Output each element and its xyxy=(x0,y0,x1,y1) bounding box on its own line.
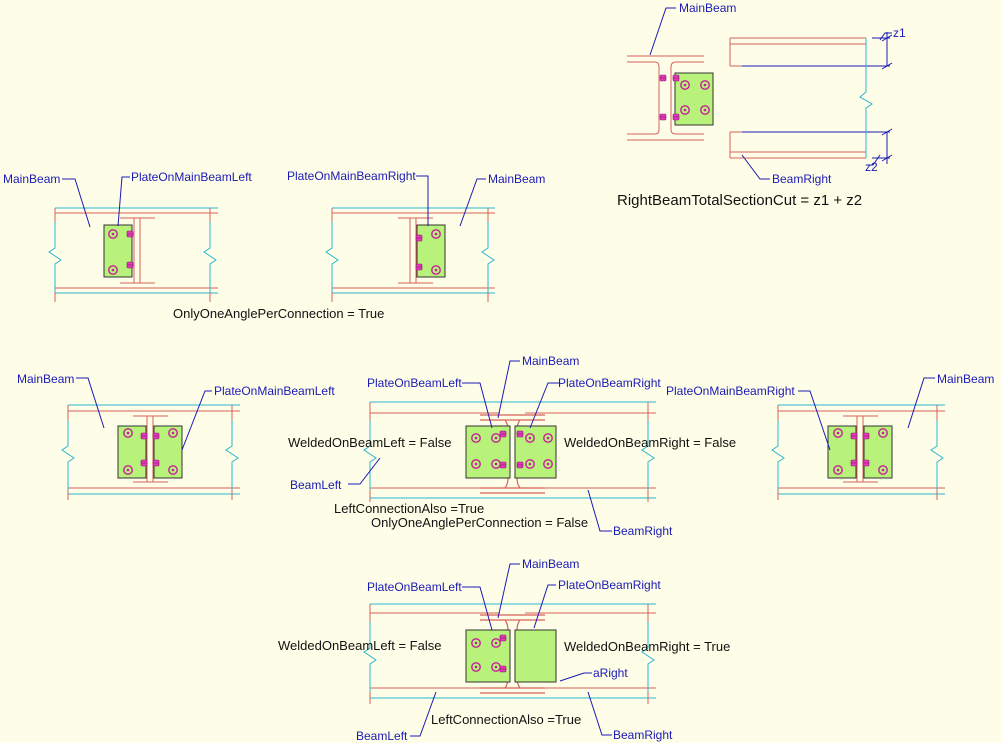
label-main-beam-r1l: MainBeam xyxy=(3,172,60,186)
detail-only-one-angle-left xyxy=(48,176,218,302)
label-z2: z2 xyxy=(865,160,878,174)
detail-section-cut xyxy=(627,7,893,180)
label-plate-on-main-beam-right-r2: PlateOnMainBeamRight xyxy=(666,384,795,398)
detail-row3-center xyxy=(363,563,656,737)
label-main-beam-r2c: MainBeam xyxy=(522,354,579,368)
label-main-beam-r2l: MainBeam xyxy=(17,372,74,386)
label-plate-on-main-beam-left-r2: PlateOnMainBeamLeft xyxy=(214,384,335,398)
caption-right-beam-total-section-cut: RightBeamTotalSectionCut = z1 + z2 xyxy=(617,192,862,209)
caption-welded-on-beam-left-false-2: WeldedOnBeamLeft = False xyxy=(278,638,441,653)
label-plate-on-main-beam-left-r1: PlateOnMainBeamLeft xyxy=(131,170,252,184)
caption-welded-on-beam-right-true: WeldedOnBeamRight = True xyxy=(564,639,730,654)
detail-row2-left xyxy=(61,377,240,500)
caption-only-one-angle-true: OnlyOneAnglePerConnection = True xyxy=(173,306,384,321)
label-z1: z1 xyxy=(893,26,906,40)
label-plate-on-beam-left-r2: PlateOnBeamLeft xyxy=(367,376,462,390)
label-beam-right-r2: BeamRight xyxy=(613,524,673,538)
caption-welded-on-beam-right-false: WeldedOnBeamRight = False xyxy=(564,435,736,450)
caption-left-connection-also-true-2: LeftConnectionAlso =True xyxy=(431,712,581,727)
label-plate-on-beam-left-r3: PlateOnBeamLeft xyxy=(367,580,462,594)
detail-row2-right xyxy=(771,377,945,500)
label-plate-on-beam-right-r3: PlateOnBeamRight xyxy=(558,578,661,592)
label-main-beam-r2r: MainBeam xyxy=(937,372,994,386)
label-beam-left-r3: BeamLeft xyxy=(356,729,408,743)
detail-only-one-angle-right xyxy=(325,175,495,302)
caption-welded-on-beam-left-false-1: WeldedOnBeamLeft = False xyxy=(288,435,451,450)
label-beam-right-r3: BeamRight xyxy=(613,728,673,742)
label-plate-on-beam-right-r2: PlateOnBeamRight xyxy=(558,376,661,390)
label-beam-right-tr: BeamRight xyxy=(772,172,832,186)
caption-only-one-angle-false: OnlyOneAnglePerConnection = False xyxy=(371,515,588,530)
label-main-beam-tr: MainBeam xyxy=(679,1,736,15)
label-beam-left-r2: BeamLeft xyxy=(290,478,342,492)
label-main-beam-r1r: MainBeam xyxy=(488,172,545,186)
label-a-right: aRight xyxy=(593,666,628,680)
label-main-beam-r3: MainBeam xyxy=(522,557,579,571)
label-plate-on-main-beam-right-r1: PlateOnMainBeamRight xyxy=(287,169,416,183)
detail-row2-center xyxy=(348,360,656,532)
caption-left-connection-also-true-1: LeftConnectionAlso =True xyxy=(334,501,484,516)
